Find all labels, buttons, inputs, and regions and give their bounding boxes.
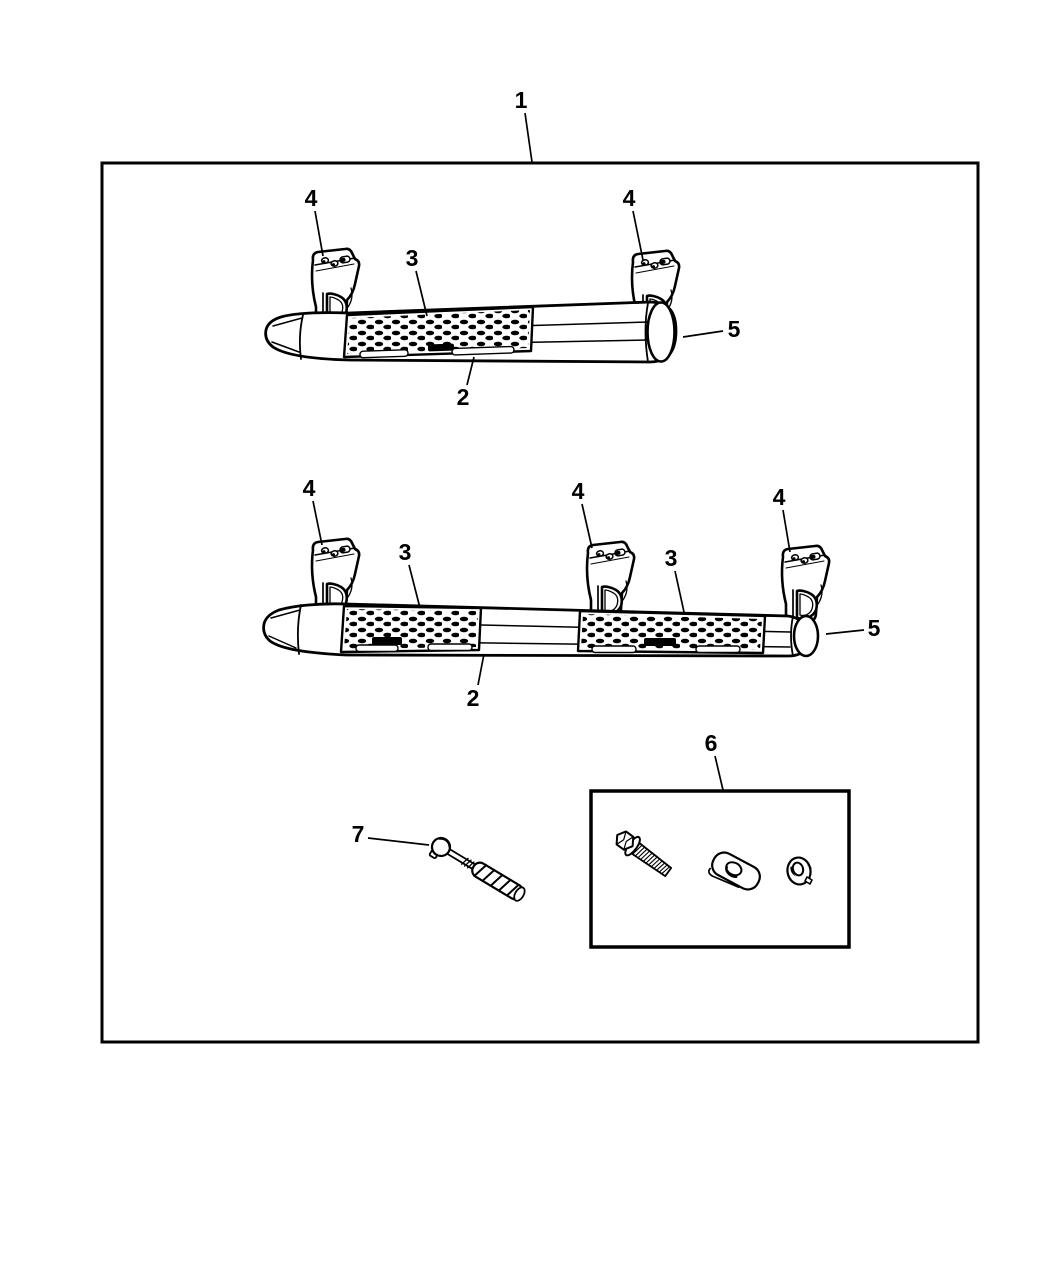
flange-nut — [786, 856, 813, 886]
leader-board2-bracket-left — [314, 210, 324, 257]
leader-board2-end-cap — [682, 330, 724, 338]
step-board-assembly-two-bracket — [264, 247, 681, 364]
ratchet-head — [430, 836, 452, 858]
callout-ratchet-tool: 7 — [352, 821, 365, 847]
leader-board4-bracket-middle — [581, 503, 593, 549]
callout-layer: 1 4 4 3 5 2 4 4 4 3 3 5 2 6 7 — [303, 87, 881, 847]
leader-board2-bracket-right — [632, 210, 644, 261]
ratchet-shaft — [446, 848, 476, 870]
ratchet-tool — [428, 836, 526, 902]
leader-board4-tread-pad-right — [674, 570, 685, 613]
callout-board2-tube: 2 — [457, 384, 470, 410]
callout-board2-end-cap: 5 — [728, 316, 741, 342]
board4-tread-pad-right — [576, 609, 767, 655]
callout-board4-bracket-left: 4 — [303, 475, 316, 501]
plate-nut — [708, 851, 761, 891]
board2-end-cap — [646, 301, 676, 363]
board4-end-cap — [792, 614, 820, 658]
callout-board2-bracket-left: 4 — [305, 185, 318, 211]
board4-tread-pad-left — [339, 604, 483, 654]
leader-hardware-kit-box — [714, 755, 724, 791]
leader-ratchet-tool — [367, 837, 430, 846]
leader-board2-tread-pad — [415, 270, 428, 317]
hardware-kit-box — [589, 789, 851, 949]
leader-board4-bracket-right — [782, 509, 791, 553]
callout-board4-bracket-right: 4 — [773, 484, 786, 510]
leader-board2-tube — [466, 356, 475, 386]
callout-kit-outline-box: 1 — [515, 87, 528, 113]
callout-board4-tread-pad-right: 3 — [665, 545, 678, 571]
callout-board2-bracket-right: 4 — [623, 185, 636, 211]
leader-board4-bracket-left — [312, 500, 323, 546]
callout-board4-tube: 2 — [467, 685, 480, 711]
callout-board4-end-cap: 5 — [868, 615, 881, 641]
leader-board4-tube — [477, 653, 485, 686]
leader-board4-end-cap — [825, 629, 865, 635]
hex-flange-bolt — [615, 830, 673, 877]
callout-board4-tread-pad-left: 3 — [399, 539, 412, 565]
callout-board4-bracket-middle: 4 — [572, 478, 585, 504]
callout-hardware-kit-box: 6 — [705, 730, 718, 756]
leader-kit-outline-box — [524, 112, 533, 163]
step-board-assembly-three-bracket — [262, 537, 831, 658]
board4-end-cap-seam — [790, 615, 794, 657]
board2-tread-pad — [342, 305, 535, 359]
callout-board2-tread-pad: 3 — [406, 245, 419, 271]
leader-board4-tread-pad-left — [408, 564, 421, 609]
board2-end-cap-seam — [644, 302, 649, 363]
